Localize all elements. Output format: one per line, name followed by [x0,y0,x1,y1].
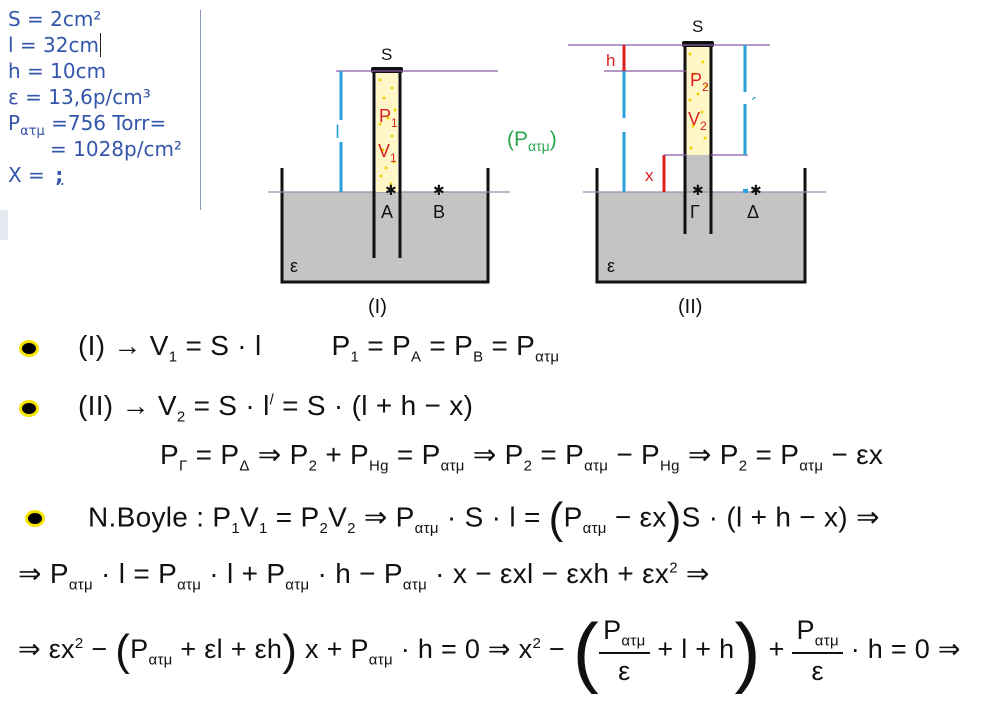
caption-II: (II) [678,296,702,318]
equation-line-5: ⇒ Pατμ · l = Pατμ · l + Pατμ · h − Pατμ … [18,558,710,594]
bullet-2 [22,403,36,414]
given-l: l = 32cm [8,32,204,58]
bullet-1 [22,343,36,354]
given-x-value: ; [55,163,64,187]
separator-line [200,10,201,210]
given-x: X = ; [8,162,204,188]
corner-shading [0,210,8,240]
given-x-label: X = [8,163,52,187]
l-label-left: l [335,122,340,143]
eps-left: ε [290,256,298,276]
given-s: S = 2cm² [8,7,102,31]
mercury-right [597,192,805,282]
given-patm: Pατμ =756 Torr= [8,110,204,139]
given-patm-p: P [8,111,21,135]
given-eps: ε = 13,6p/cm³ [8,85,151,109]
point-b-marker: ✱ [433,182,445,198]
p2-label: P2 [690,70,709,94]
h-label: h [606,51,615,70]
tube-right-cap [682,41,714,47]
point-b-label: B [433,202,445,222]
vessel-right: h x ´ S P2 V2 ✱ ✱ Γ Δ ε (II) [568,17,826,318]
given-data-block: S = 2cm² l = 32cm h = 10cm ε = 13,6p/cm³… [8,6,204,188]
point-d-marker: ✱ [750,182,762,198]
point-d-dot [743,189,748,193]
experiment-figure: l S P1 V1 ✱ ✱ A B ε (I) (Pατμ) h [268,17,826,318]
given-l-text: l = 32cm [8,33,99,57]
eps-right: ε [607,256,615,276]
equation-line-4: N.Boyle : P1V1 = P2V2 ⇒ Pατμ · S · l = (… [88,494,880,543]
point-g-marker: ✱ [692,182,704,198]
air-dots-right [688,52,708,150]
mercury-in-tube [686,155,710,192]
v1-label: V1 [378,141,397,165]
given-patm-value: =756 Torr= [44,111,167,135]
tube-left-cap [371,67,403,73]
s-label-right: S [692,17,703,36]
point-d-label: Δ [747,202,759,222]
p1-label: P1 [379,106,398,130]
vessel-left: l S P1 V1 ✱ ✱ A B ε (I) [268,45,510,318]
given-patm-line2: = 1028p/cm² [50,137,182,161]
given-h: h = 10cm [8,59,107,83]
patm-label: (Pατμ) [507,128,557,154]
vessel-right-walls [595,168,807,284]
equation-line-3: PΓ = PΔ ⇒ P2 + PHg = Pατμ ⇒ P2 = Pατμ − … [160,439,884,475]
bullet-3 [28,513,42,524]
point-a-label: A [381,202,393,222]
equation-line-2: (II) → V2 = S · l/ = S · (l + h − x) [78,390,474,426]
given-patm-sub: ατμ [20,124,45,139]
point-a-marker: ✱ [385,182,397,198]
mercury-left [282,192,488,282]
s-label-left: S [381,45,392,64]
caption-I: (I) [368,296,387,318]
point-g-label: Γ [690,202,700,222]
vessel-left-walls [280,168,490,284]
lprime-label: ´ [751,95,758,117]
equation-line-6: ⇒ εx2 − (Pατμ + εl + εh) x + Pατμ · h = … [18,607,961,695]
air-column-left [376,72,398,192]
x-label: x [645,166,654,185]
v2-label: V2 [688,109,707,133]
air-dots-left [378,78,397,186]
